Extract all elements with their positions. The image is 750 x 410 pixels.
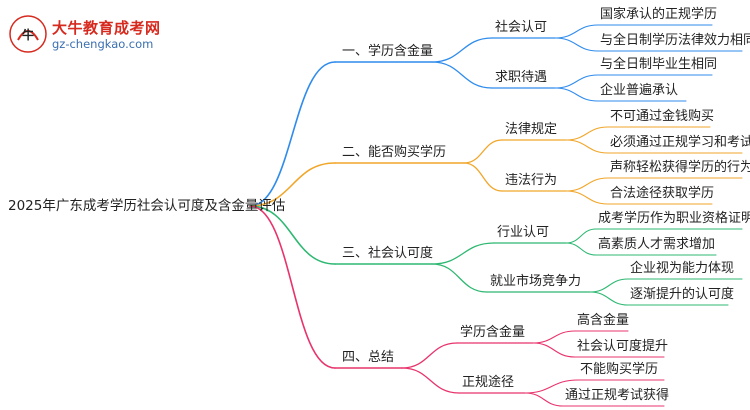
subbranch-connector bbox=[431, 263, 488, 293]
leaf-connector bbox=[532, 342, 576, 358]
leaf-connector bbox=[554, 24, 599, 39]
branch-connector bbox=[249, 205, 336, 369]
leaf-label: 必须通过正规学习和考试 bbox=[610, 135, 750, 150]
branch-label: 三、社会认可度 bbox=[342, 246, 434, 261]
logo-url: gz-chengkao.com bbox=[52, 37, 154, 51]
leaf-connector bbox=[589, 291, 629, 306]
branch-label: 一、学历含金量 bbox=[342, 44, 434, 59]
subbranch-label: 行业认可 bbox=[497, 225, 550, 240]
subbranch-connector bbox=[431, 61, 493, 89]
leaf-label: 声称轻松获得学历的行为 bbox=[610, 160, 750, 175]
subbranch-label: 法律规定 bbox=[505, 122, 558, 137]
leaf-label: 合法途径获取学历 bbox=[610, 186, 715, 201]
subbranch-label: 学历含金量 bbox=[460, 325, 526, 340]
subbranch-connector bbox=[431, 242, 495, 265]
leaf-label: 成考学历作为职业资格证明 bbox=[598, 211, 750, 226]
subbranch-label: 就业市场竞争力 bbox=[490, 274, 582, 289]
leaf-label: 高含金量 bbox=[577, 313, 630, 328]
subbranch-connector bbox=[401, 342, 458, 369]
leaf-label: 不可通过金钱购买 bbox=[610, 109, 715, 124]
branch-label: 二、能否购买学历 bbox=[342, 145, 447, 160]
leaf-connector bbox=[565, 177, 609, 192]
subbranch-label: 正规途径 bbox=[462, 375, 515, 390]
branch-connector bbox=[249, 162, 336, 207]
leaf-connector bbox=[524, 379, 579, 394]
subbranch-connector bbox=[401, 367, 460, 394]
leaf-connector bbox=[554, 74, 599, 89]
leaf-connector bbox=[524, 392, 564, 407]
leaf-connector bbox=[565, 242, 597, 256]
subbranch-connector bbox=[463, 139, 503, 164]
leaf-connector bbox=[565, 126, 609, 141]
branch-connector bbox=[249, 61, 336, 207]
leaf-connector bbox=[565, 139, 609, 154]
leaf-connector bbox=[565, 228, 597, 244]
leaf-label: 企业普遍承认 bbox=[600, 83, 679, 98]
logo-title: 大牛教育成考网 bbox=[52, 19, 161, 37]
logo-icon: 牛 bbox=[8, 14, 48, 54]
subbranch-connector bbox=[463, 162, 503, 192]
svg-text:牛: 牛 bbox=[22, 27, 34, 42]
leaf-label: 与全日制学历法律效力相同 bbox=[600, 33, 750, 48]
leaf-connector bbox=[554, 87, 599, 102]
subbranch-connector bbox=[431, 37, 493, 63]
leaf-connector bbox=[589, 278, 629, 293]
leaf-label: 国家承认的正规学历 bbox=[600, 7, 718, 22]
subbranch-label: 求职待遇 bbox=[495, 70, 548, 85]
leaf-label: 通过正规考试获得 bbox=[565, 388, 670, 403]
branch-label: 四、总结 bbox=[342, 350, 395, 365]
leaf-label: 高素质人才需求增加 bbox=[598, 237, 716, 252]
leaf-connector bbox=[532, 330, 576, 344]
leaf-label: 逐渐提升的认可度 bbox=[630, 287, 735, 302]
leaf-connector bbox=[554, 37, 599, 52]
leaf-connector bbox=[565, 190, 609, 205]
leaf-label: 社会认可度提升 bbox=[577, 339, 669, 354]
mindmap-root: 2025年广东成考学历社会认可度及含金量评估 bbox=[8, 198, 286, 214]
leaf-label: 不能购买学历 bbox=[580, 362, 659, 377]
subbranch-label: 社会认可 bbox=[495, 20, 548, 35]
subbranch-label: 违法行为 bbox=[505, 173, 558, 188]
leaf-label: 企业视为能力体现 bbox=[630, 261, 735, 276]
branch-connector bbox=[249, 205, 336, 265]
leaf-label: 与全日制毕业生相同 bbox=[600, 57, 718, 72]
